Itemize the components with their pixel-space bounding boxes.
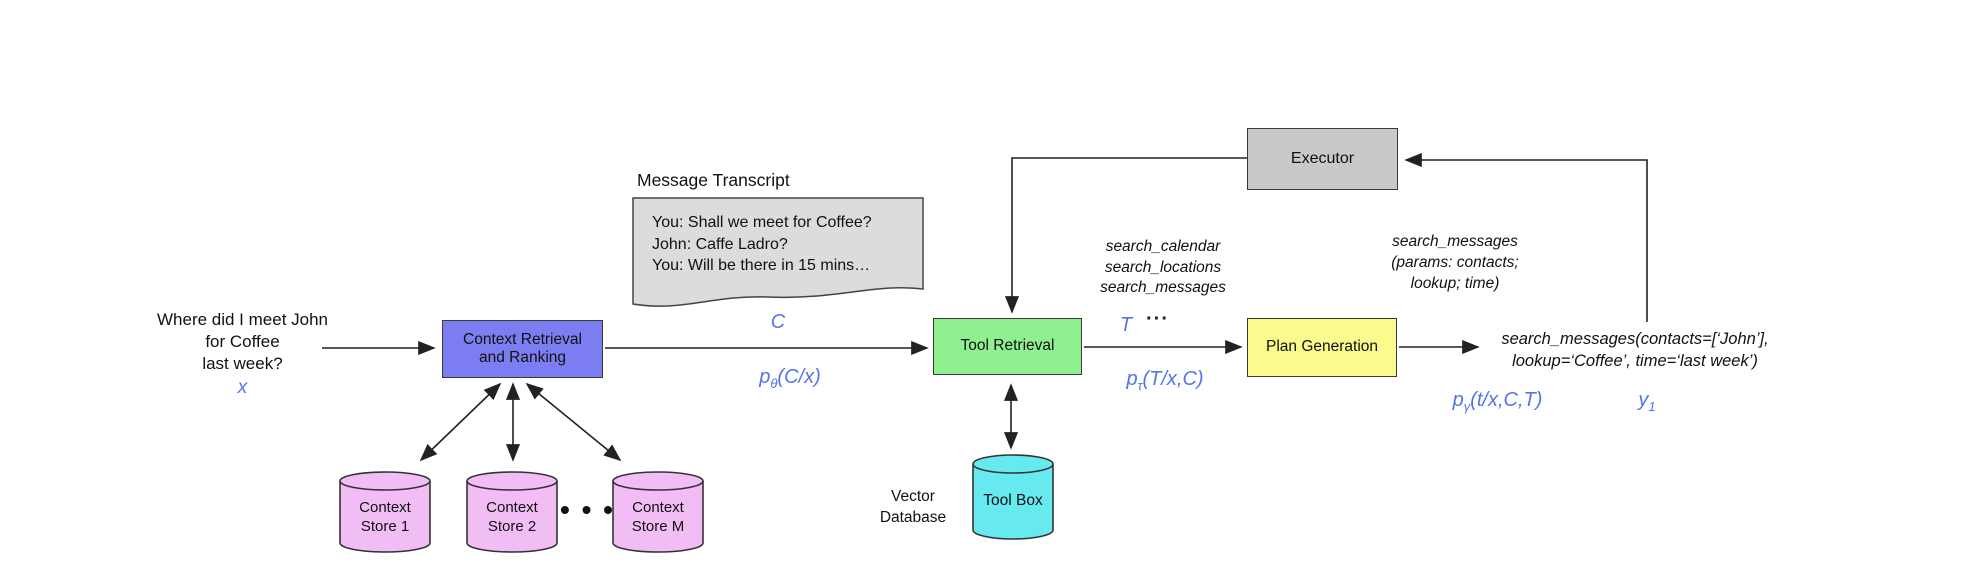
formula-C: C <box>770 311 786 333</box>
tool-box-label: Tool Box <box>983 492 1043 509</box>
tool-candidates: search_calendar search_locations search_… <box>1063 237 1263 299</box>
user-query: Where did I meet John for Coffee last we… <box>130 309 355 399</box>
plan-output-line-2: lookup=‘Coffee’, time=‘last week’) <box>1512 352 1758 370</box>
tool-retrieval-label: Tool Retrieval <box>960 337 1055 355</box>
tool-candidate-1: search_calendar <box>1105 238 1221 255</box>
context-store-1-label: Context Store 1 <box>359 499 411 535</box>
p-theta-sub: θ <box>770 376 778 391</box>
p-tau-sub: τ <box>1137 378 1143 393</box>
plan-generation-node: Plan Generation <box>1247 318 1397 377</box>
context-retrieval-label: Context Retrieval and Ranking <box>463 330 582 366</box>
tool-candidate-2: search_locations <box>1104 258 1222 276</box>
selected-tool-line-2: (params: contacts; <box>1391 254 1519 271</box>
transcript-title: Message Transcript <box>637 170 790 190</box>
context-store-m-label: Context Store M <box>631 499 685 535</box>
p-gamma-sub: γ <box>1463 399 1471 414</box>
plan-output-line-1: search_messages(contacts=[‘John’], <box>1501 330 1769 348</box>
tool-box-cylinder <box>972 454 1054 540</box>
formula-p-gamma: pγ(t/x,C,T) <box>1420 389 1575 414</box>
context-store-m-arrow <box>525 382 622 462</box>
tool-candidate-3: search_messages <box>1100 279 1226 296</box>
output-to-executor-feedback-line <box>1404 152 1648 322</box>
selected-tool-signature: search_messages (params: contacts; looku… <box>1370 231 1540 294</box>
transcript-document-shape <box>632 197 924 307</box>
formula-y1: y1 <box>1622 389 1672 414</box>
formula-p-theta: pθ(C/x) <box>710 366 870 391</box>
query-line-1: Where did I meet John <box>156 310 329 329</box>
executor-node: Executor <box>1247 128 1398 190</box>
transcript-line-2: John: Caffe Ladro? <box>652 235 788 253</box>
context-store-2-label: Context Store 2 <box>486 499 538 535</box>
context-store-1-cylinder <box>339 471 431 553</box>
plan-output-call: search_messages(contacts=[‘John’], looku… <box>1485 328 1785 372</box>
p-gamma-args: (t/x,C,T) <box>1470 389 1543 411</box>
context-store-m-cylinder <box>612 471 704 553</box>
context-store-2-cylinder <box>466 471 558 553</box>
y1-sub: 1 <box>1648 399 1656 414</box>
formula-p-tau: pτ(T/x,C) <box>1090 368 1240 393</box>
tools-ellipsis: ··· <box>1146 308 1169 330</box>
selected-tool-line-1: search_messages <box>1392 233 1518 250</box>
p-theta-base: p <box>759 366 771 388</box>
p-tau-args: (T/x,C) <box>1142 368 1204 390</box>
p-gamma-base: p <box>1452 389 1464 411</box>
vector-database-label: Vector Database <box>879 488 947 526</box>
transcript-line-1: You: Shall we meet for Coffee? <box>652 214 872 231</box>
transcript-line-3: You: Will be there in 15 mins… <box>652 257 871 274</box>
executor-to-tool-feedback-line <box>1004 157 1247 314</box>
executor-label: Executor <box>1290 149 1355 167</box>
tool-retrieval-node: Tool Retrieval <box>933 318 1082 375</box>
query-line-3: last week? <box>202 354 283 373</box>
query-line-2: for Coffee <box>205 332 280 351</box>
context-stores-ellipsis: • • • <box>560 494 615 525</box>
p-tau-base: p <box>1126 368 1138 390</box>
plan-generation-label: Plan Generation <box>1265 338 1379 356</box>
y1-base: y <box>1638 389 1649 411</box>
transcript-lines: You: Shall we meet for Coffee? John: Caf… <box>652 212 872 277</box>
context-retrieval-node: Context Retrieval and Ranking <box>442 320 603 378</box>
context-store-1-arrow <box>419 382 502 462</box>
p-theta-args: (C/x) <box>777 366 821 388</box>
selected-tool-line-3: lookup; time) <box>1410 275 1500 292</box>
query-variable-x: x <box>237 377 248 398</box>
formula-T: T <box>1119 314 1133 336</box>
